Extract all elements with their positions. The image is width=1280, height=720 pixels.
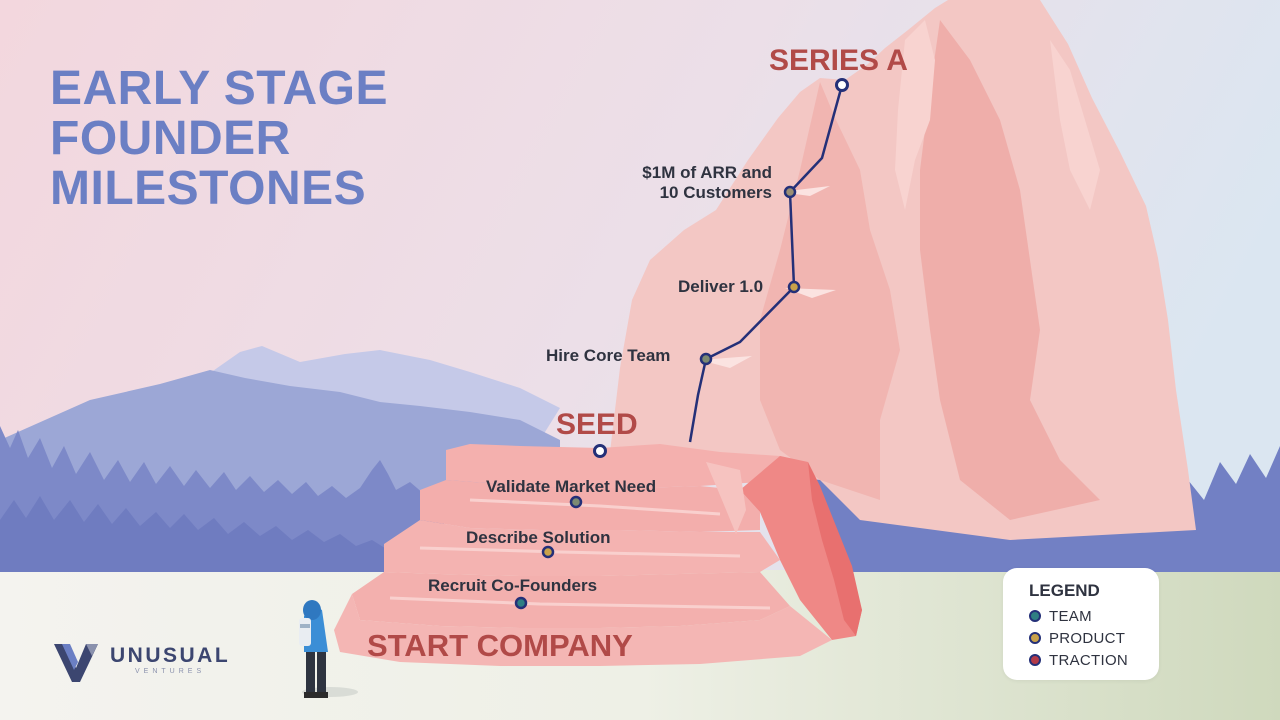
mountain-highlight <box>895 20 935 210</box>
stage-label-seed: SEED <box>556 408 638 441</box>
mountain-shade-right <box>920 20 1100 520</box>
legend-dot-traction <box>1029 654 1041 666</box>
title-line-3: MILESTONES <box>50 162 367 215</box>
climb-path <box>688 84 844 443</box>
milestone-hire-label: Hire Core Team <box>546 346 671 365</box>
arr-dot <box>783 185 797 199</box>
rock-base <box>334 594 832 666</box>
recruit-dot <box>514 596 528 610</box>
describe-dot <box>541 545 555 559</box>
rock-tier-3 <box>352 572 790 628</box>
seed-marker <box>593 444 607 458</box>
legend-dot-product <box>1029 632 1041 644</box>
legend-label-product: PRODUCT <box>1049 629 1126 647</box>
big-mountain <box>610 0 1196 540</box>
milestone-arr-line-2: 10 Customers <box>659 183 772 202</box>
rock-groove-2 <box>419 546 741 558</box>
logo-sub: VENTURES <box>135 667 206 675</box>
rock-groove-3 <box>389 596 771 610</box>
legend-box: LEGEND TEAM PRODUCT TRACTION <box>1003 568 1159 680</box>
milestone-deliver-label: Deliver 1.0 <box>678 277 764 296</box>
series-a-marker <box>835 78 849 92</box>
unusual-ventures-logo-mark <box>54 644 98 682</box>
title-line-1: EARLY STAGE <box>50 62 389 115</box>
hiker-figure <box>299 600 358 698</box>
legend-item-product: PRODUCT <box>1029 628 1125 648</box>
milestone-describe-label: Describe Solution <box>466 528 611 547</box>
legend-label-traction: TRACTION <box>1049 651 1129 669</box>
milestone-arr-line-1: $1M of ARR and <box>642 163 772 182</box>
legend-label-team: TEAM <box>1049 607 1092 625</box>
rock-cliff-light <box>706 462 746 534</box>
rock-cliff-dark <box>808 462 862 636</box>
stage-label-series-a: SERIES A <box>769 44 908 77</box>
milestone-validate-label: Validate Market Need <box>486 477 657 496</box>
left-forest-front <box>0 496 388 572</box>
mountain-ledge-3 <box>700 356 752 368</box>
rock-cliff <box>740 456 862 640</box>
legend-title: LEGEND <box>1029 581 1100 600</box>
milestone-arr-label: $1M of ARR and 10 Customers <box>614 163 772 203</box>
hire-dot <box>699 352 713 366</box>
legend-item-traction: TRACTION <box>1029 650 1128 670</box>
deliver-dot <box>787 280 801 294</box>
legend-dot-team <box>1029 610 1041 622</box>
rock-groove <box>469 498 721 516</box>
unusual-ventures-logo: UNUSUAL VENTURES <box>52 640 230 680</box>
page-title: EARLY STAGE FOUNDER MILESTONES <box>50 64 388 214</box>
validate-dot <box>569 495 583 509</box>
logo-name: UNUSUAL <box>110 643 231 667</box>
mountain-highlight-2 <box>1050 40 1100 210</box>
rock-tier-2 <box>384 520 780 576</box>
title-line-2: FOUNDER <box>50 112 291 165</box>
stage-label-start-company: START COMPANY <box>367 628 633 663</box>
legend-item-team: TEAM <box>1029 606 1092 626</box>
milestone-recruit-label: Recruit Co-Founders <box>428 576 598 595</box>
